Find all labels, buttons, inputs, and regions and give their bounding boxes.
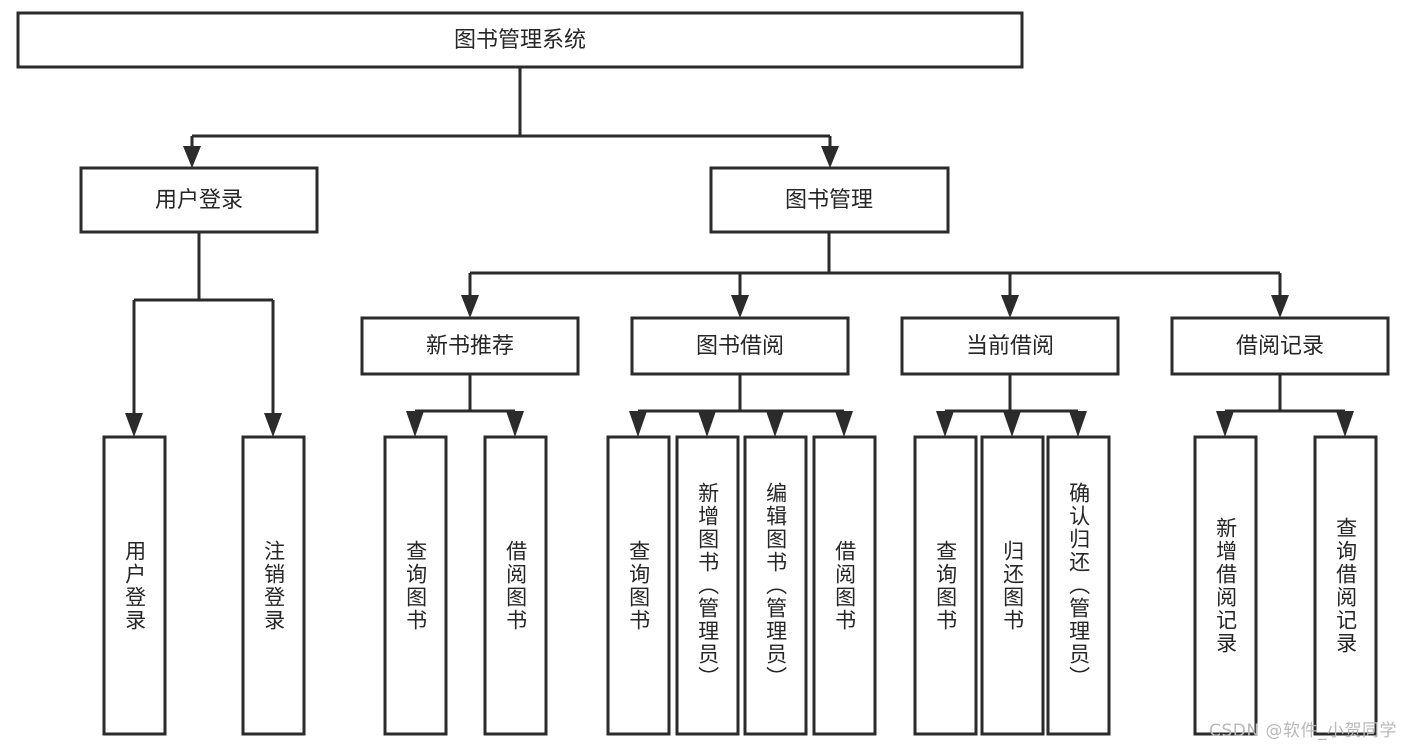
arrow-head-icon xyxy=(821,146,839,168)
leaf-box-return-book[interactable] xyxy=(980,435,1045,736)
connector-user-login-to-leaves xyxy=(125,232,282,437)
connector-current-borrow-to-leaves xyxy=(936,374,1087,437)
node-new-book-recommend-label: 新书推荐 xyxy=(426,334,514,359)
arrow-head-icon xyxy=(461,295,479,318)
arrow-head-icon xyxy=(1336,411,1354,437)
node-user-login[interactable]: 用户登录 xyxy=(79,166,319,234)
connector-new-book-recommend-to-leaves xyxy=(406,374,524,437)
connector-root-to-level2 xyxy=(183,67,839,168)
node-user-login-label: 用户登录 xyxy=(155,188,243,213)
arrow-head-icon xyxy=(406,411,424,437)
node-root-box[interactable] xyxy=(16,11,1024,69)
leaf-box-borrow-book-nbr[interactable] xyxy=(483,435,548,736)
arrow-head-icon xyxy=(1003,411,1021,437)
arrow-head-icon xyxy=(936,411,954,437)
arrow-head-icon xyxy=(629,411,647,437)
arrow-head-icon xyxy=(698,411,716,437)
node-book-borrow-box[interactable] xyxy=(630,316,850,376)
node-book-management-label: 图书管理 xyxy=(785,188,873,213)
leaf-box-edit-book-admin[interactable] xyxy=(743,435,808,736)
node-current-borrow-label: 当前借阅 xyxy=(966,334,1054,359)
arrow-head-icon xyxy=(1271,295,1289,318)
arrow-head-icon xyxy=(731,295,749,318)
arrow-head-icon xyxy=(835,411,853,437)
leaf-box-query-book-nbr[interactable] xyxy=(383,435,448,736)
arrow-head-icon xyxy=(125,413,143,437)
arrow-head-icon xyxy=(264,413,282,437)
node-root[interactable]: 图书管理系统 xyxy=(16,11,1024,69)
arrow-head-icon xyxy=(1216,411,1234,437)
node-root-label: 图书管理系统 xyxy=(454,28,586,53)
arrow-head-icon xyxy=(1001,295,1019,318)
connector-book-borrow-to-leaves xyxy=(629,374,853,437)
node-borrow-record[interactable]: 借阅记录 xyxy=(1170,316,1390,376)
leaf-box-add-borrow-record[interactable] xyxy=(1193,435,1258,736)
node-current-borrow-box[interactable] xyxy=(900,316,1120,376)
leaf-box-query-borrow-record[interactable] xyxy=(1313,435,1378,736)
leaf-box-borrow-book-bb[interactable] xyxy=(812,435,877,736)
connector-book-management-to-level3 xyxy=(461,232,1289,318)
arrow-head-icon xyxy=(183,146,201,168)
arrow-head-icon xyxy=(506,411,524,437)
leaf-box-user-login[interactable] xyxy=(102,435,167,736)
node-book-management-box[interactable] xyxy=(709,166,950,234)
node-book-management[interactable]: 图书管理 xyxy=(709,166,950,234)
node-new-book-recommend-box[interactable] xyxy=(360,316,580,376)
node-current-borrow[interactable]: 当前借阅 xyxy=(900,316,1120,376)
node-borrow-record-label: 借阅记录 xyxy=(1236,334,1324,359)
leaf-box-query-book-cb[interactable] xyxy=(913,435,978,736)
leaf-box-add-book-admin[interactable] xyxy=(675,435,740,736)
node-new-book-recommend[interactable]: 新书推荐 xyxy=(360,316,580,376)
watermark-text: CSDN @软件_小贺同学 xyxy=(1209,721,1397,741)
arrow-head-icon xyxy=(1069,411,1087,437)
connector-borrow-record-to-leaves xyxy=(1216,374,1354,437)
arrow-head-icon xyxy=(766,411,784,437)
leaf-box-logout[interactable] xyxy=(241,435,306,736)
node-book-borrow-label: 图书借阅 xyxy=(696,334,784,359)
leaf-box-confirm-return-admin[interactable] xyxy=(1046,435,1111,736)
node-borrow-record-box[interactable] xyxy=(1170,316,1390,376)
node-book-borrow[interactable]: 图书借阅 xyxy=(630,316,850,376)
leaf-box-query-book-bb[interactable] xyxy=(606,435,671,736)
